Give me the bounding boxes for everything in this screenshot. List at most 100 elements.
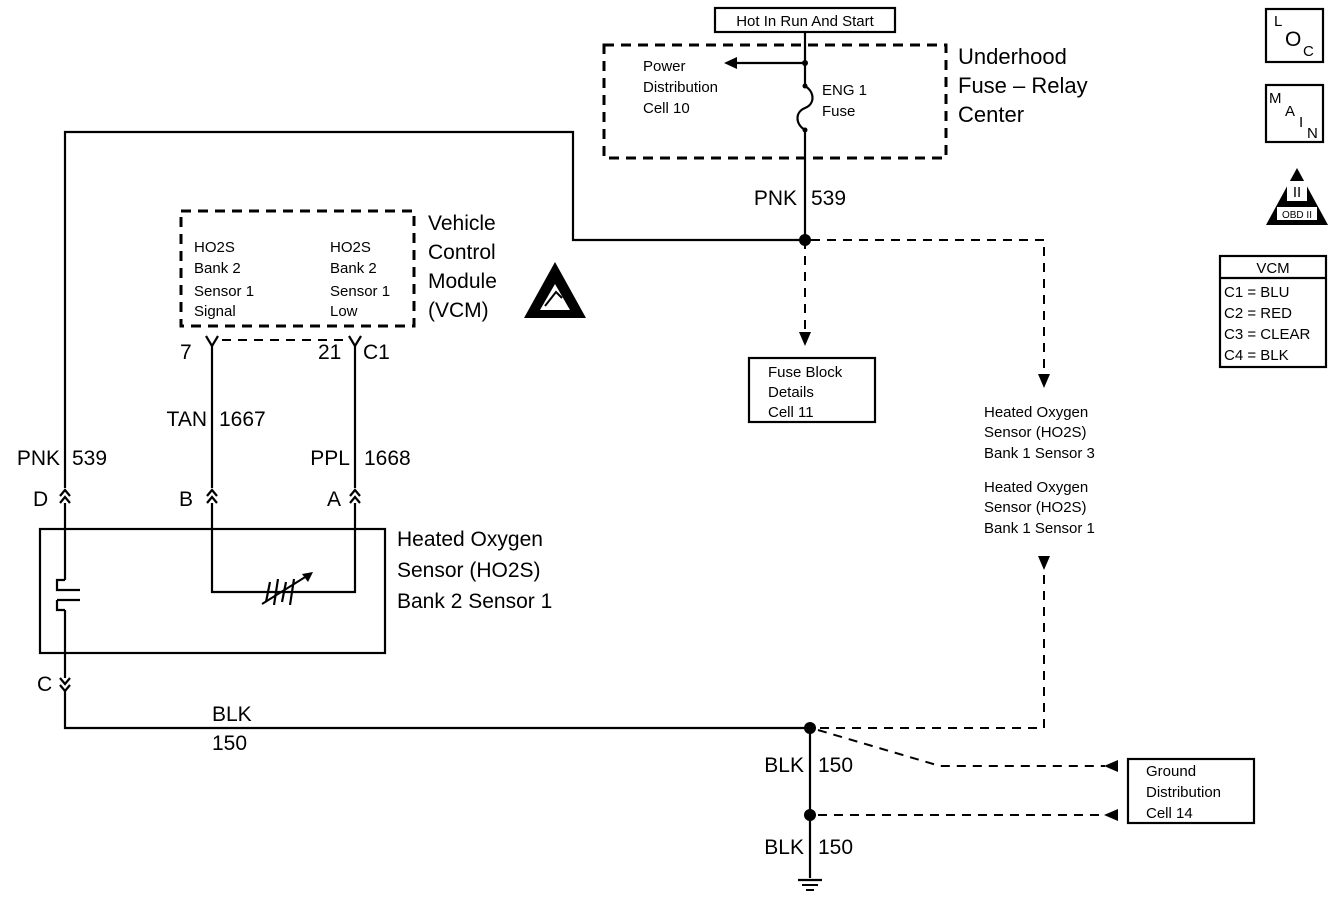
other-sensor-dashed-wire: [811, 239, 1045, 372]
blk-mid-circuit: 150: [818, 754, 853, 777]
conn-a-label: A: [327, 488, 341, 511]
sensor-title-2: Sensor (HO2S): [397, 559, 541, 582]
blk-main-circuit: 150: [212, 732, 247, 755]
loc-icon: [1264, 7, 1325, 64]
vcm-key-row-2: C2 = RED: [1224, 305, 1292, 322]
s1-line-2: Sensor (HO2S): [984, 499, 1087, 516]
main-i: I: [1299, 114, 1303, 131]
ppl-circuit: 1668: [364, 447, 411, 470]
vcm-title-3: Module: [428, 270, 497, 293]
vcm-title-4: (VCM): [428, 299, 489, 322]
arrow-down-icon: [799, 332, 811, 346]
pnk-left-circuit: 539: [72, 447, 107, 470]
vcm-key-row-1: C1 = BLU: [1224, 284, 1289, 301]
conn-d-label: D: [33, 488, 48, 511]
fuse-block-box: [747, 356, 877, 424]
sensor-element-loop: [210, 503, 357, 594]
ground-dist-1: Ground: [1146, 763, 1196, 780]
fuse-label-2: Fuse: [822, 103, 855, 120]
loc-o: O: [1285, 28, 1301, 51]
s3-line-3: Bank 1 Sensor 3: [984, 445, 1095, 462]
ground-dist-2: Distribution: [1146, 784, 1221, 801]
fuse-icon: [796, 85, 814, 131]
fuse-block-1: Fuse Block: [768, 364, 843, 381]
main-a: A: [1285, 103, 1295, 120]
sensor-title-3: Bank 2 Sensor 1: [397, 590, 552, 613]
connector-c-icon: [59, 677, 71, 693]
c1-label: C1: [363, 341, 390, 364]
blk-bottom-circuit: 150: [818, 836, 853, 859]
connector-a-icon: [349, 488, 361, 504]
vcm-right-4: Low: [330, 303, 358, 320]
tan-color: TAN: [167, 408, 207, 431]
ground-icon: [798, 878, 822, 891]
s3-line-1: Heated Oxygen: [984, 404, 1088, 421]
power-dist-1: Power: [643, 58, 686, 75]
fuse-block-2: Details: [768, 384, 814, 401]
pnk-539-left-wire: [63, 130, 805, 488]
arrow-left-icon: [1104, 809, 1118, 821]
connector-b-icon: [206, 488, 218, 504]
vcm-title-2: Control: [428, 241, 496, 264]
pin-7-terminal: [205, 335, 219, 349]
pin-21-label: 21: [318, 341, 341, 364]
power-dist-2: Distribution: [643, 79, 718, 96]
fuse-block-3: Cell 11: [768, 404, 814, 421]
blk-mid-color: BLK: [764, 754, 804, 777]
fuse-center-title-3: Center: [958, 102, 1024, 127]
pnk-left-color: PNK: [17, 447, 60, 470]
ground-dist-box: [1126, 757, 1256, 825]
arrow-down-icon: [1038, 374, 1050, 388]
s1-line-1: Heated Oxygen: [984, 479, 1088, 496]
power-dist-3: Cell 10: [643, 100, 690, 117]
s3-line-2: Sensor (HO2S): [984, 424, 1087, 441]
vcm-right-2: Bank 2: [330, 260, 377, 277]
vcm-right-1: HO2S: [330, 239, 371, 256]
splice-ground-2: [804, 809, 816, 821]
loc-c: C: [1303, 43, 1314, 60]
main-m: M: [1269, 90, 1282, 107]
s1-line-3: Bank 1 Sensor 1: [984, 520, 1095, 537]
obd-text: OBD II: [1282, 210, 1312, 221]
arrow-left-icon: [724, 57, 737, 69]
main-n: N: [1307, 125, 1318, 142]
conn-b-label: B: [179, 488, 193, 511]
arrow-left-icon: [1104, 760, 1118, 772]
vcm-left-3: Sensor 1: [194, 283, 254, 300]
loc-l: L: [1274, 13, 1282, 30]
fuse-center-title-1: Underhood: [958, 44, 1067, 69]
main-icon: [1264, 83, 1325, 144]
pnk-top-color: PNK: [754, 187, 797, 210]
hot-in-run-label: Hot In Run And Start: [736, 13, 874, 30]
esd-warning-icon: [524, 262, 586, 318]
variable-cell-icon: [261, 572, 313, 606]
blk-150-wire: [63, 691, 810, 730]
vcm-right-3: Sensor 1: [330, 283, 390, 300]
vcm-key-row-4: C4 = BLK: [1224, 347, 1289, 364]
conn-c-label: C: [37, 673, 52, 696]
obd-ii-icon: II OBD II: [1266, 168, 1328, 225]
sensor-title-1: Heated Oxygen: [397, 528, 543, 551]
fuse-center-title-2: Fuse – Relay: [958, 73, 1088, 98]
pin-7-label: 7: [180, 341, 192, 364]
vcm-key-row-3: C3 = CLEAR: [1224, 326, 1310, 343]
ground-dist-3: Cell 14: [1146, 805, 1193, 822]
ground-return-dashed-wire: [818, 575, 1045, 729]
pnk-top-circuit: 539: [811, 187, 846, 210]
ppl-color: PPL: [310, 447, 350, 470]
obd-numeral: II: [1293, 184, 1301, 201]
vcm-title-1: Vehicle: [428, 212, 496, 235]
vcm-key-title: VCM: [1256, 260, 1289, 277]
vcm-left-2: Bank 2: [194, 260, 241, 277]
blk-bottom-color: BLK: [764, 836, 804, 859]
heater-element-icon: [55, 578, 80, 612]
vcm-key-table: [1218, 254, 1328, 369]
connector-d-icon: [59, 488, 71, 504]
fuse-relay-center-box: [602, 43, 948, 160]
pin-21-terminal: [348, 335, 362, 349]
fuse-label-1: ENG 1: [822, 82, 867, 99]
vcm-box: [179, 209, 416, 328]
arrow-down-icon: [1038, 556, 1050, 570]
vcm-left-4: Signal: [194, 303, 236, 320]
